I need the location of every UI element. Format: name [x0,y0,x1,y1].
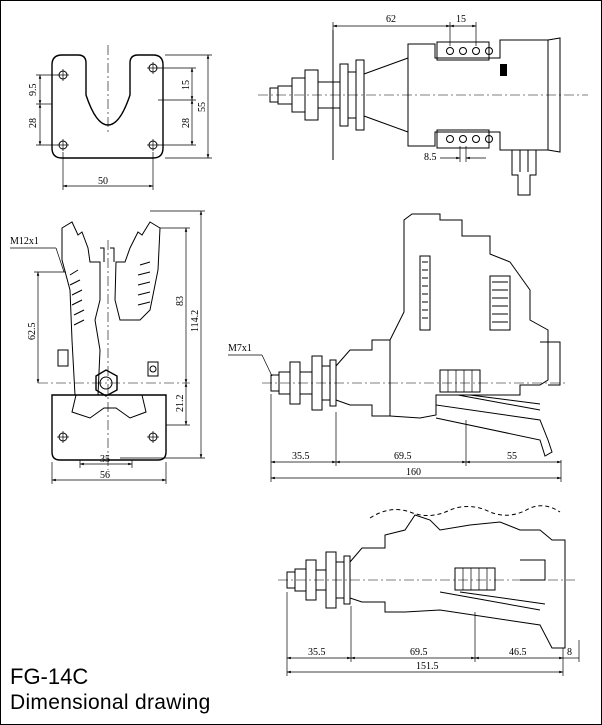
model-title: FG-14C [10,664,89,689]
dim-height-label: 55 [197,102,208,112]
middle-left-front-view: M12x1 62.5 83 114.2 21.2 35 56 [10,210,205,484]
dim-35-label: 35 [100,454,110,465]
dim-35-5-label: 35.5 [292,451,310,462]
dim-bottom-8-label: 8 [567,647,572,658]
bottom-side-view: 35.5 69.5 46.5 8 151.5 [278,505,580,676]
dim-56-label: 56 [100,470,110,481]
dim-bottom-151-5-label: 151.5 [416,661,439,672]
thread-m12-label: M12x1 [10,236,39,247]
dim-114-2-label: 114.2 [190,310,201,332]
dim-15-label: 15 [456,14,466,25]
dim-left-lower-label: 28 [28,118,39,128]
middle-right-side-view: M7x1 35.5 69.5 55 160 [228,213,565,482]
dim-left-upper-label: 9.5 [28,84,39,97]
dim-right-upper-label: 15 [181,80,192,90]
top-right-side-view: 62 15 8.5 [258,14,588,196]
dim-83-label: 83 [175,296,186,306]
drawing-subtitle: Dimensional drawing [10,691,211,714]
thread-m7-label: M7x1 [228,343,252,354]
dim-62-label: 62 [386,14,396,25]
dim-width-label: 50 [98,176,108,187]
dim-62-5-label: 62.5 [27,323,38,341]
dim-21-2-label: 21.2 [175,395,186,413]
dim-8-5-label: 8.5 [424,152,437,163]
dim-bottom-69-5-label: 69.5 [410,647,428,658]
dim-69-5-label: 69.5 [394,451,412,462]
dim-bottom-46-5-label: 46.5 [509,647,527,658]
top-left-mounting-plate-view: 50 9.5 28 15 28 55 [28,45,212,190]
dim-55-label: 55 [507,451,517,462]
dim-right-lower-label: 28 [181,118,192,128]
dim-bottom-35-5-label: 35.5 [308,647,326,658]
dim-160-label: 160 [406,467,421,478]
